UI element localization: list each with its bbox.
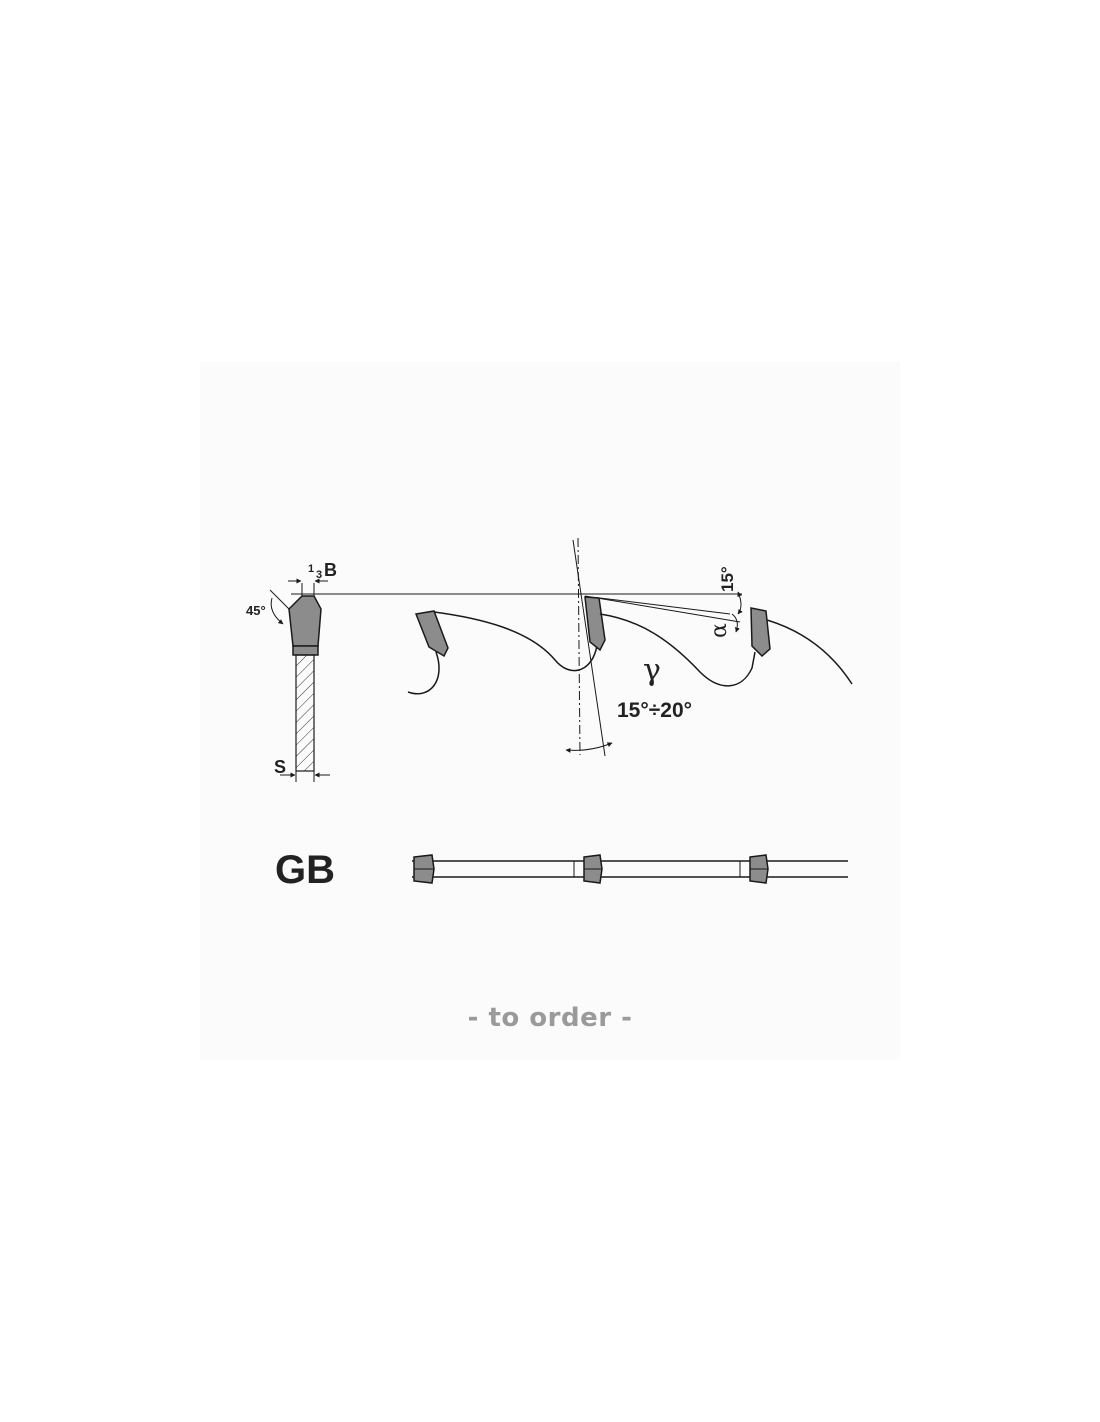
alpha-label: α (707, 623, 732, 638)
gamma-range-label: 15°÷20° (617, 699, 692, 722)
clearance-line (584, 595, 741, 623)
s-label: S (274, 757, 286, 777)
third-b-denominator: 3 (316, 569, 322, 581)
tip-base (292, 645, 319, 656)
radial-dashed-line (577, 537, 581, 756)
third-b-numerator: 1 (308, 563, 314, 575)
saw-blade-side-view (407, 537, 853, 757)
diagram-panel (200, 362, 900, 1060)
gamma-label: γ (643, 653, 661, 688)
rake-face-line (572, 539, 606, 757)
blade-body (295, 654, 315, 772)
blade-top-view (412, 854, 848, 884)
order-caption: - to order - (467, 1003, 633, 1033)
tooth-3 (750, 607, 771, 658)
tooth-type-label: GB (275, 848, 335, 892)
carbide-tip (288, 595, 322, 647)
tooth-1 (414, 610, 449, 658)
angle-45-label: 45° (246, 603, 266, 618)
tooth-profile (269, 578, 742, 782)
angle-15-label: 15° (718, 566, 737, 592)
third-b-label: B (324, 560, 337, 580)
